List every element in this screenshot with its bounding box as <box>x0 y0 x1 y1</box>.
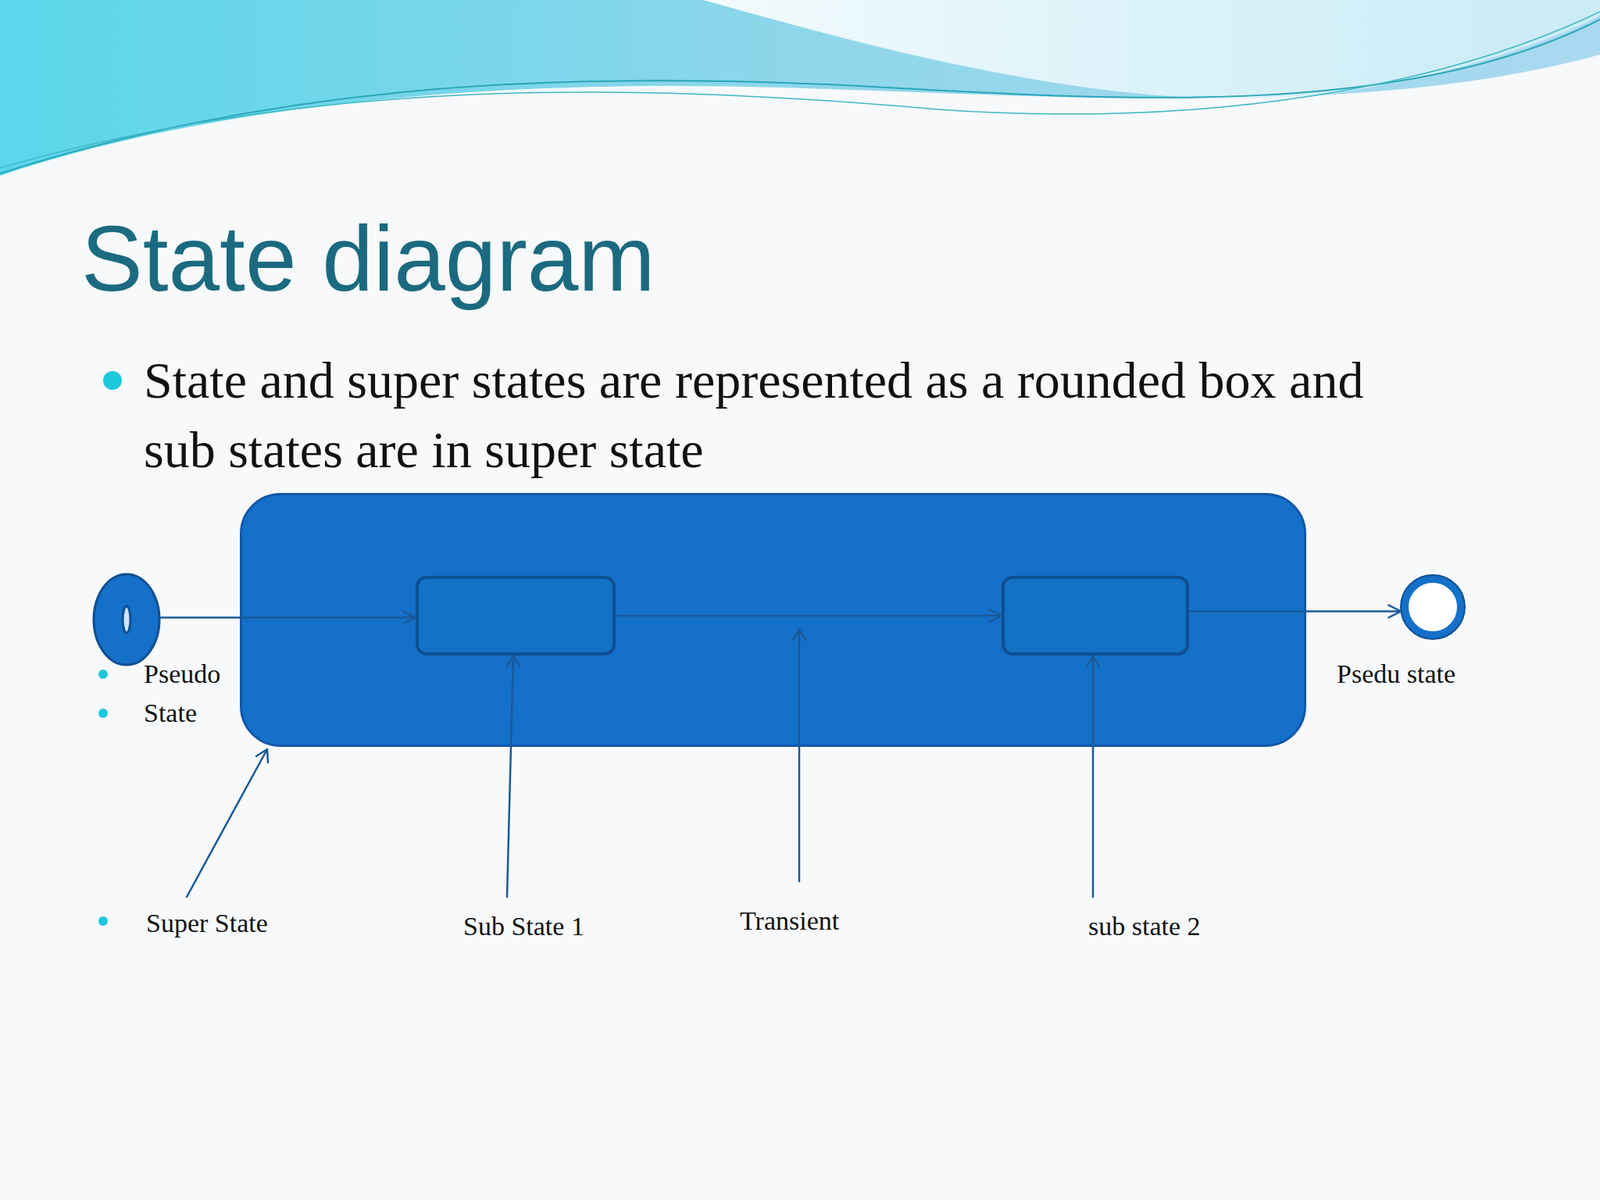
state-label-holder: sub state 2 <box>1088 910 1201 943</box>
bullet-text-holder: State and super states are represented a… <box>143 345 1433 485</box>
state-label-holder: Pseudo <box>143 658 221 690</box>
callout-label-holder: Transient <box>739 905 840 937</box>
final-state-ring <box>1404 578 1461 636</box>
header-line <box>0 19 1600 174</box>
state-label-holder: Psedu state <box>1336 658 1456 690</box>
state-outline <box>92 572 161 667</box>
final-pseudo-state: Psedu state <box>1399 573 1467 641</box>
state-label: Super State <box>146 907 268 940</box>
state-label: Sub State 1 <box>463 910 585 943</box>
leader-arrowhead <box>256 749 268 763</box>
header-swoosh <box>703 0 1600 99</box>
initial-pseudo-state: PseudoState <box>92 572 161 667</box>
bullet-dot <box>103 371 122 390</box>
sub-state-box: sub state 2 <box>1001 575 1190 656</box>
state-label-holder: Sub State 1 <box>463 910 585 943</box>
pseudo-state-ellipse <box>93 574 160 665</box>
final-state-border <box>1400 575 1465 640</box>
state-label-holder: State <box>143 697 197 729</box>
bullet-text: State and super states are represented a… <box>143 345 1433 485</box>
state-label: sub state 2 <box>1088 910 1201 943</box>
leader-line <box>186 749 268 897</box>
state-label: State <box>143 697 197 729</box>
slide-title: State diagram <box>81 205 656 312</box>
header-wave <box>0 0 1600 176</box>
state-label-holder: Super State <box>146 907 268 940</box>
connector-arrowhead <box>1388 605 1401 618</box>
bullet-dot <box>98 708 108 718</box>
callout-label: Transient <box>739 905 840 937</box>
slide-title-holder: State diagram <box>81 205 656 312</box>
state-label: Psedu state <box>1336 658 1456 690</box>
state-label: Pseudo <box>143 658 221 690</box>
state-outline <box>1399 573 1467 641</box>
pseudo-state-core <box>122 606 131 633</box>
header-line <box>0 11 1600 168</box>
super-state-box: Super StateSub State 1sub state 2 <box>239 492 1307 747</box>
bullet-dot <box>98 669 108 679</box>
sub-state-box: Sub State 1 <box>415 575 616 656</box>
bullet-dot <box>98 916 108 926</box>
